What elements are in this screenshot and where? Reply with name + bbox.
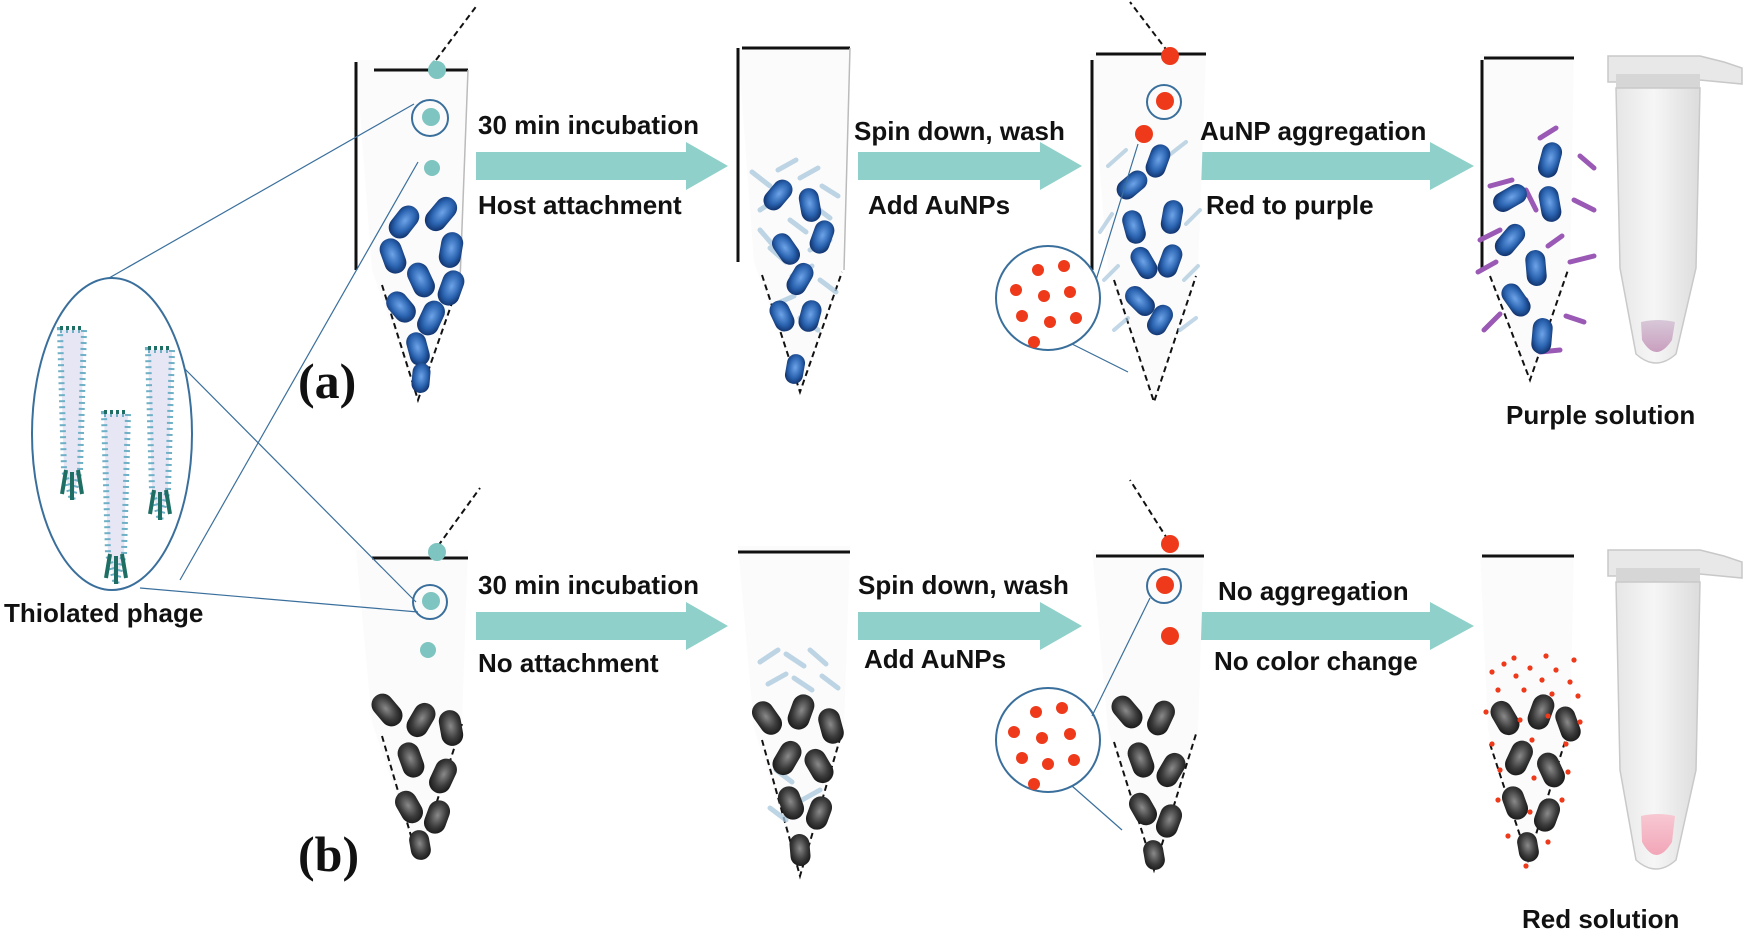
host-bacteria-a2 (763, 179, 835, 384)
a-step2-top: Spin down, wash (854, 116, 1065, 146)
phage-a1 (411, 60, 449, 176)
arrow-a3 (1198, 142, 1474, 190)
red-solution-label: Red solution (1522, 904, 1680, 934)
a-step3-top: AuNP aggregation (1200, 116, 1427, 146)
purple-solution-label: Purple solution (1506, 400, 1696, 430)
arrow-b1 (476, 602, 728, 650)
b-step1-bottom: No attachment (478, 648, 659, 678)
phage-particle-3 (100, 410, 132, 596)
nonhost-bacteria-b1 (371, 693, 464, 860)
arrow-b2 (858, 602, 1082, 650)
b-step3-bottom: No color change (1214, 646, 1418, 676)
aunp-phage-b3 (1146, 535, 1182, 645)
b-step2-top: Spin down, wash (858, 570, 1069, 600)
host-bacteria-a1 (379, 196, 465, 393)
photo-tube-purple (1607, 55, 1743, 364)
aunp-zoom-b3 (995, 597, 1151, 831)
aunp-phage-a3 (1135, 47, 1182, 143)
phage-zoom-lines (87, 103, 419, 613)
panel-b-label: (b) (298, 826, 360, 882)
panel-a-label: (a) (298, 353, 357, 409)
a-step1-bottom: Host attachment (478, 190, 682, 220)
phage-b1 (412, 543, 448, 658)
a-step1-top: 30 min incubation (478, 110, 700, 140)
arrow-a1 (476, 142, 728, 190)
b-step2-bottom: Add AuNPs (864, 644, 1007, 674)
b-step3-top: No aggregation (1218, 576, 1409, 606)
tube-a3 (1090, 1, 1206, 406)
phage-particle-2 (144, 346, 176, 532)
aggregated-bacteria-a4 (1475, 125, 1597, 355)
thiolated-phage-label: Thiolated phage (4, 598, 204, 628)
a-step2-bottom: Add AuNPs (868, 190, 1011, 220)
a-step3-bottom: Red to purple (1206, 190, 1374, 220)
arrow-a2 (858, 142, 1082, 190)
aunp-zoom-a3 (995, 143, 1139, 373)
arrow-b3 (1198, 602, 1474, 650)
photo-tube-red (1607, 549, 1743, 870)
host-bacteria-a3 (1098, 140, 1202, 336)
nonhost-bacteria-b3 (1111, 695, 1186, 870)
phage-cloud-b2 (757, 647, 841, 823)
phage-particle-1 (56, 326, 88, 512)
free-aunp-bacteria-b4 (1483, 653, 1583, 869)
b-step1-top: 30 min incubation (478, 570, 700, 600)
nonhost-bacteria-b2 (751, 694, 844, 866)
